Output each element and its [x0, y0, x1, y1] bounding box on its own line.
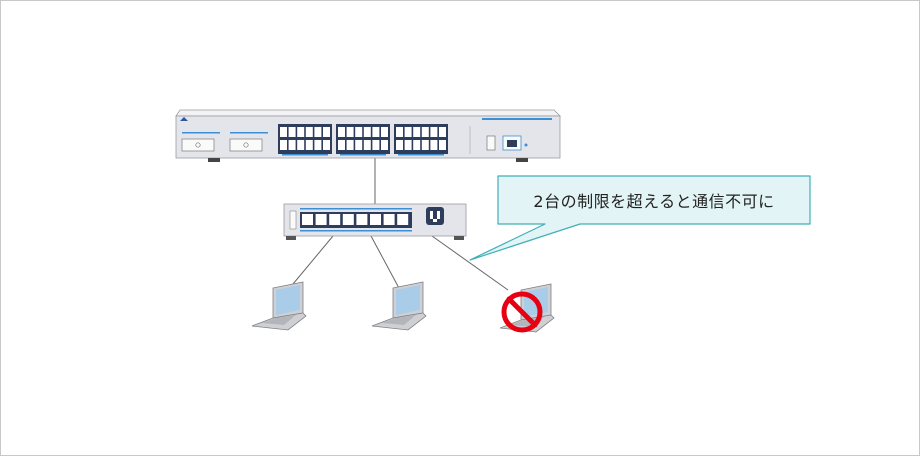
rj45-port — [421, 140, 429, 150]
rj45-port — [297, 127, 305, 137]
rj45-port — [288, 127, 296, 137]
rj45-port — [297, 140, 305, 150]
rj45-port — [404, 140, 412, 150]
rj45-port — [397, 214, 409, 225]
rj45-port — [355, 127, 363, 137]
laptop-2 — [371, 281, 427, 331]
rj45-port — [439, 127, 446, 137]
rj45-port — [430, 127, 438, 137]
rj45-port — [338, 127, 345, 137]
rj45-port — [305, 127, 313, 137]
rj45-port — [372, 140, 380, 150]
rj45-port — [370, 214, 381, 225]
port-bank-3 — [394, 124, 448, 156]
laptop-3-blocked — [499, 283, 555, 333]
port-bank-2 — [336, 124, 390, 156]
rj45-port — [421, 127, 429, 137]
rj45-port — [381, 127, 388, 137]
port-bank-1 — [278, 124, 332, 156]
rj45-port — [396, 127, 403, 137]
edge-switch-ports — [300, 212, 412, 232]
rj45-port — [338, 140, 345, 150]
rj45-port — [372, 127, 380, 137]
rj45-port — [363, 140, 371, 150]
rj45-port — [315, 214, 327, 225]
rj45-port — [396, 140, 403, 150]
rj45-port — [323, 127, 330, 137]
rj45-port — [413, 127, 421, 137]
rj45-port — [342, 214, 354, 225]
cable-laptop-2 — [370, 235, 401, 291]
rj45-port — [430, 140, 438, 150]
laptop-1 — [251, 281, 307, 331]
rj45-port — [413, 140, 421, 150]
edge-switch — [283, 203, 467, 240]
rj45-port — [329, 214, 341, 225]
rj45-port — [355, 140, 363, 150]
rj45-port — [356, 214, 368, 225]
cable-laptop-3 — [431, 235, 509, 291]
rj45-port — [439, 140, 446, 150]
callout-text: 2台の制限を超えると通信不可に — [533, 192, 775, 211]
cables — [287, 158, 509, 291]
rj45-port — [314, 140, 322, 150]
rj45-port — [288, 140, 296, 150]
rj45-port — [363, 127, 371, 137]
rj45-port — [346, 140, 354, 150]
callout-bubble — [469, 175, 811, 261]
rj45-port — [280, 140, 287, 150]
rj45-port — [314, 127, 322, 137]
rj45-port — [383, 214, 395, 225]
main-switch — [175, 109, 561, 162]
rj45-port — [280, 127, 287, 137]
rj45-port — [404, 127, 412, 137]
rj45-port — [381, 140, 388, 150]
rj45-port — [302, 214, 313, 225]
rj45-port — [323, 140, 330, 150]
prohibited-icon — [501, 291, 543, 333]
cable-laptop-1 — [287, 235, 334, 291]
rj45-port — [305, 140, 313, 150]
rj45-port — [346, 127, 354, 137]
